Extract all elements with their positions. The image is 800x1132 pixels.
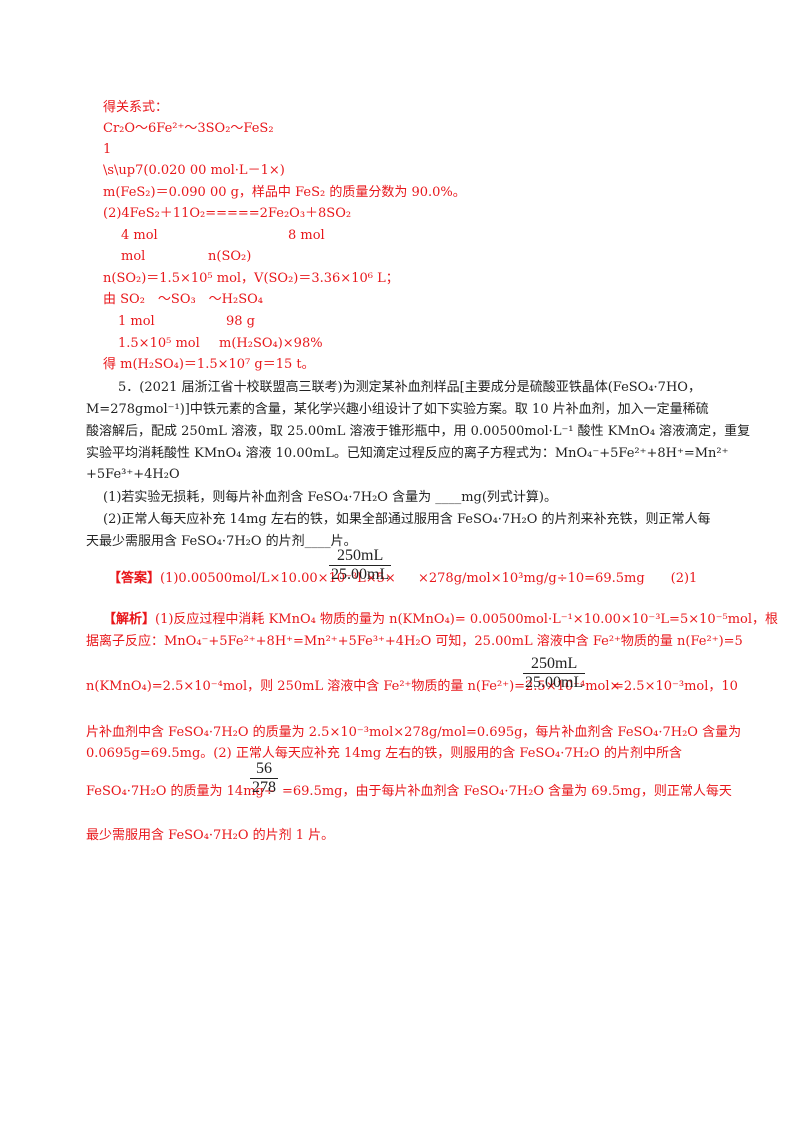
question-line-5: +5Fe³⁺+4H₂O	[86, 467, 180, 482]
analysis-fraction-2-denominator: 278	[252, 779, 276, 796]
derivation-line-2: Cr₂O～6Fe²⁺～3SO₂～FeS₂	[103, 121, 274, 136]
analysis-fraction-2-numerator: 56	[256, 760, 272, 777]
derivation-line-1: 得关系式：	[103, 100, 169, 115]
analysis-line-2: 据离子反应：MnO₄⁻+5Fe²⁺+8H⁺=Mn²⁺+5Fe³⁺+4H₂O 可知…	[86, 634, 743, 649]
analysis-line-6b: =69.5mg，由于每片补血剂含 FeSO₄·7H₂O 含量为 69.5mg，则…	[282, 784, 732, 799]
answer-label: 【答案】	[108, 571, 161, 586]
question-line-3: 酸溶解后，配成 250mL 溶液，取 25.00mL 溶液于锥形瓶中，用 0.0…	[86, 424, 751, 439]
question-part-2-line-1: (2)正常人每天应补充 14mg 左右的铁，如果全部通过服用含 FeSO₄·7H…	[103, 512, 711, 527]
analysis-line-7: 最少需服用含 FeSO₄·7H₂O 的片剂 1 片。	[86, 828, 335, 843]
answer-fraction-numerator: 250mL	[337, 547, 384, 564]
analysis-line-3b: =2.5×10⁻³mol，10	[613, 679, 738, 694]
fraction-bar	[250, 778, 278, 779]
derivation-line-13: 得 m(H₂SO₄)＝1.5×10⁷ g＝15 t。	[103, 357, 315, 372]
analysis-line-6a: FeSO₄·7H₂O 的质量为 14mg÷	[86, 784, 275, 799]
analysis-fraction-1-numerator: 250mL	[531, 655, 578, 672]
analysis-fraction-1: 250mL 25.00mL	[523, 655, 586, 692]
derivation-line-8b: n(SO₂)	[208, 249, 252, 264]
answer-text-pre: (1)0.00500mol/L×10.00×10⁻³L×5×	[160, 571, 396, 586]
derivation-line-5: m(FeS₂)＝0.090 00 g，样品中 FeS₂ 的质量分数为 90.0%…	[103, 185, 466, 200]
answer-fraction-denominator: 25.00mL	[331, 566, 390, 583]
answer-text-post: ×278g/mol×10³mg/g÷10=69.5mg (2)1	[418, 571, 698, 586]
derivation-line-6: (2)4FeS₂＋11O₂=====2Fe₂O₃＋8SO₂	[103, 206, 352, 221]
analysis-line-4: 片补血剂中含 FeSO₄·7H₂O 的质量为 2.5×10⁻³mol×278g/…	[86, 725, 742, 740]
question-line-2: M=278gmol⁻¹)]中铁元素的含量，某化学兴趣小组设计了如下实验方案。取 …	[86, 402, 709, 417]
analysis-line-1: 【解析】(1)反应过程中消耗 KMnO₄ 物质的量为 n(KMnO₄)= 0.0…	[103, 612, 778, 628]
question-part-2-line-2: 天最少需服用含 FeSO₄·7H₂O 的片剂____片。	[86, 534, 357, 549]
derivation-line-10: 由 SO₂ ～SO₃ ～H₂SO₄	[103, 292, 264, 307]
derivation-line-9: n(SO₂)＝1.5×10⁵ mol，V(SO₂)＝3.36×10⁶ L；	[103, 271, 399, 286]
fraction-bar	[523, 673, 586, 674]
analysis-fraction-2: 56 278	[250, 760, 278, 797]
derivation-line-11b: 98 g	[226, 314, 255, 329]
analysis-fraction-1-denominator: 25.00mL	[525, 674, 584, 691]
question-line-1: 5．(2021 届浙江省十校联盟高三联考)为测定某补血剂样品[主要成分是硫酸亚铁…	[118, 380, 701, 395]
answer-line: 【答案】(1)0.00500mol/L×10.00×10⁻³L×5×	[108, 571, 396, 587]
derivation-line-4: \s\up7(0.020 00 mol·L－1×)	[103, 163, 285, 178]
derivation-line-12b: m(H₂SO₄)×98%	[219, 336, 323, 351]
question-part-1: (1)若实验无损耗，则每片补血剂含 FeSO₄·7H₂O 含量为 ____mg(…	[103, 490, 557, 505]
derivation-line-12a: 1.5×10⁵ mol	[118, 336, 200, 351]
derivation-line-7b: 8 mol	[288, 228, 325, 243]
derivation-line-8a: mol	[121, 249, 146, 264]
derivation-line-7a: 4 mol	[121, 228, 158, 243]
fraction-bar	[329, 565, 392, 566]
question-line-4: 实验平均消耗酸性 KMnO₄ 溶液 10.00mL。已知滴定过程反应的离子方程式…	[86, 446, 729, 461]
analysis-line-1-text: (1)反应过程中消耗 KMnO₄ 物质的量为 n(KMnO₄)= 0.00500…	[155, 612, 779, 627]
analysis-line-3a: n(KMnO₄)=2.5×10⁻⁴mol，则 250mL 溶液中含 Fe²⁺物质…	[86, 679, 621, 694]
analysis-label: 【解析】	[103, 612, 156, 627]
derivation-line-11a: 1 mol	[118, 314, 155, 329]
derivation-line-3: 1	[103, 142, 112, 157]
answer-fraction: 250mL 25.00mL	[329, 547, 392, 584]
analysis-line-5: 0.0695g=69.5mg。(2) 正常人每天应补充 14mg 左右的铁，则服…	[86, 746, 682, 761]
